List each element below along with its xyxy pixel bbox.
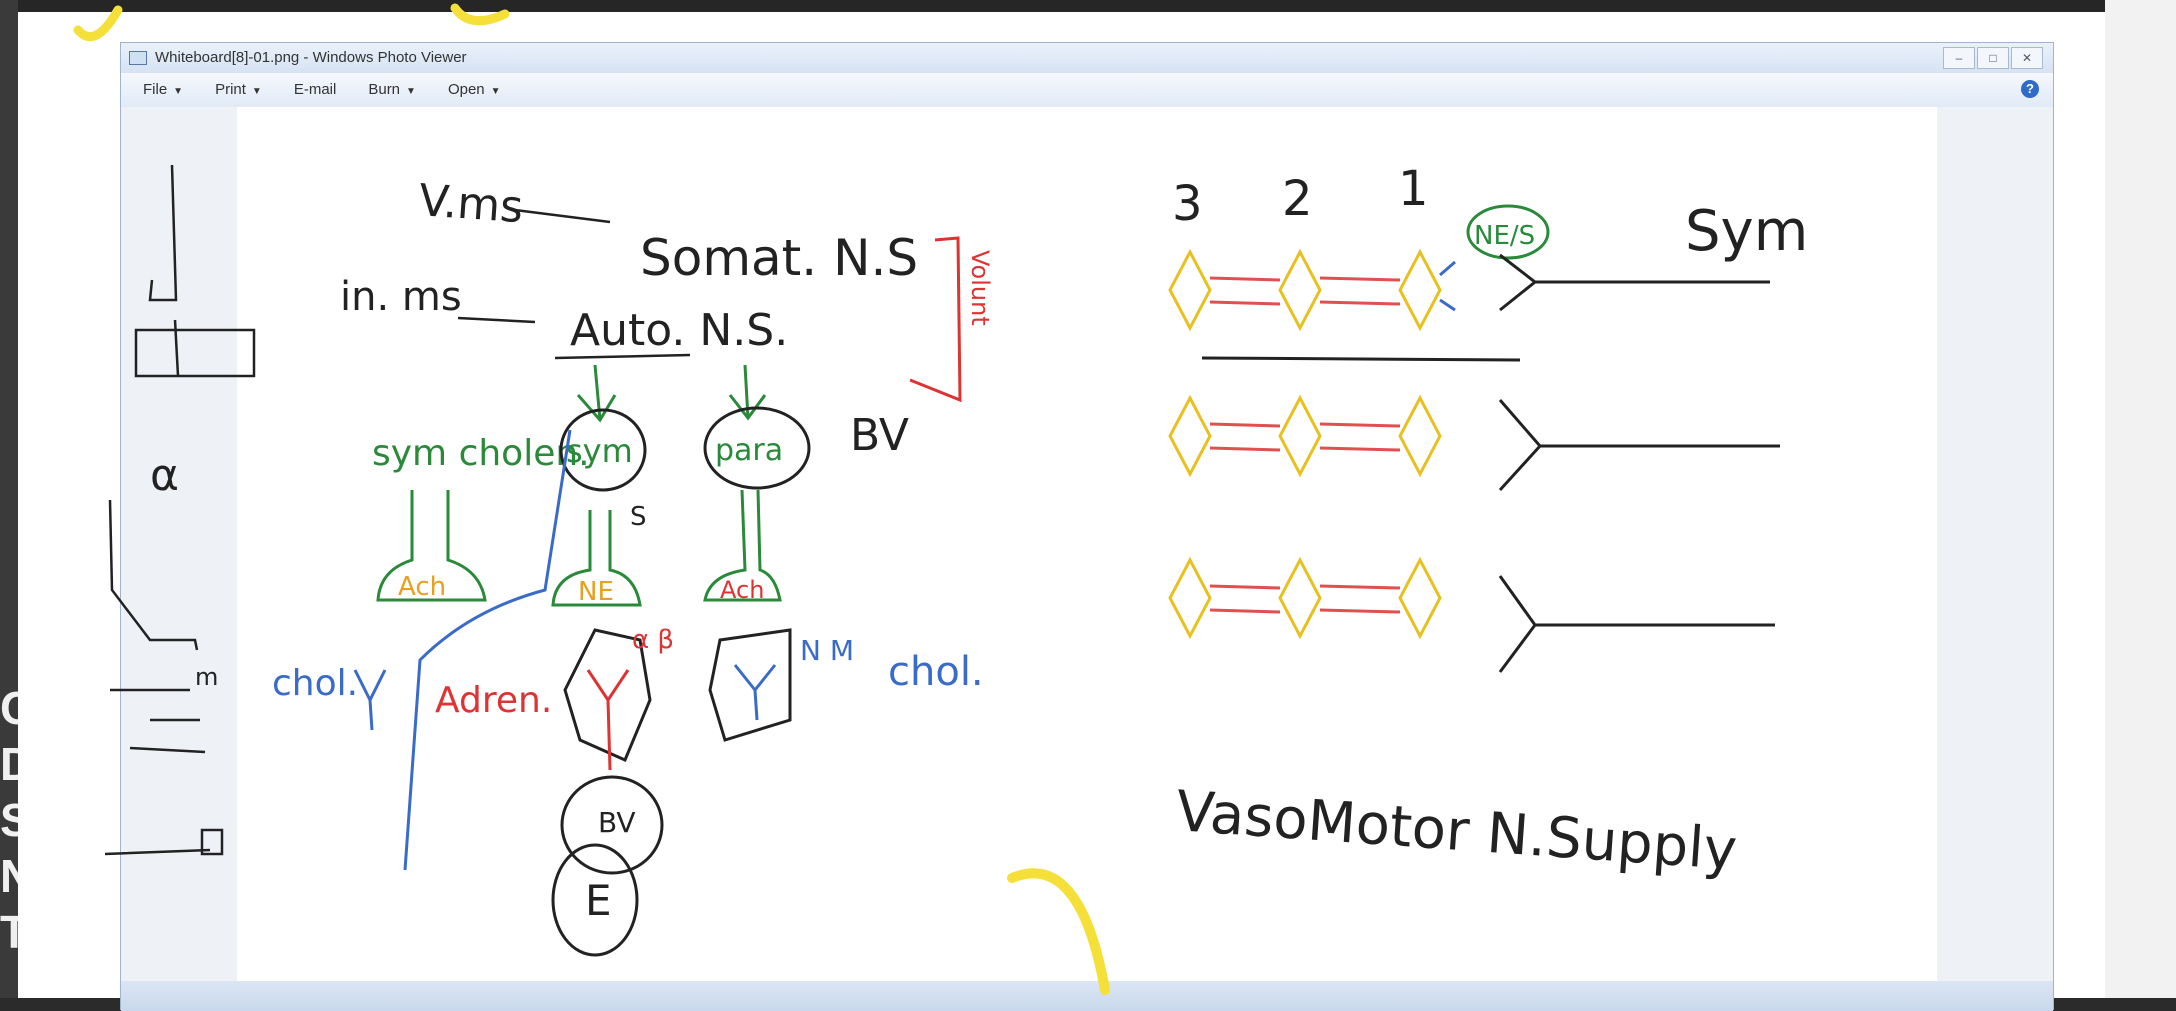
close-button[interactable]: ✕ [2011,47,2043,69]
chol-shape [708,628,792,742]
red-receptor [586,669,630,771]
underline-stroke [554,353,691,360]
whiteboard-image [237,107,1937,981]
menu-items: File ▼ Print ▼ E-mail Burn ▼ Open ▼ [143,81,533,98]
menu-open-label: Open [447,81,485,98]
minimize-button[interactable]: – [1943,47,1975,69]
image-viewport [121,107,2053,1011]
handwriting-para: para [715,433,783,468]
green-stem [551,510,642,607]
e-circle [551,843,639,957]
handwriting-bv-e: BV [598,806,636,839]
bracket-stroke [909,236,962,403]
handwriting-bv: BV [850,410,909,461]
left-letter: N [0,850,18,902]
handwriting-vms: V.ms [417,175,525,233]
number-1: 1 [1398,161,1429,217]
menu-email[interactable]: E-mail [294,81,337,98]
chevron-down-icon: ▼ [490,86,501,97]
photo-viewer-icon [129,51,147,65]
host-canvas: Whiteboard[8]-01.png - Windows Photo Vie… [18,12,2105,1011]
para-circle [703,406,811,490]
menu-file-label: File [143,81,168,98]
number-2: 2 [1282,171,1313,227]
ganglion-rows [1168,248,1780,673]
menu-email-label: E-mail [293,81,337,98]
handwriting-sym-right: Sym [1685,199,1808,264]
menu-burn[interactable]: Burn ▼ [368,81,416,98]
handwriting-ach: Ach [398,572,446,602]
menu-bar: File ▼ Print ▼ E-mail Burn ▼ Open ▼ ? [121,73,2053,108]
blue-receptor [733,664,777,721]
left-letter: C [0,682,18,734]
menu-open[interactable]: Open ▼ [448,81,501,98]
handwriting-sym-chol: sym cholen. [372,433,590,474]
green-stem [376,490,487,602]
ganglion-row-3 [1168,556,1775,673]
title-bar[interactable]: Whiteboard[8]-01.png - Windows Photo Vie… [121,43,2053,73]
yellow-annotation-stroke [73,5,123,42]
bv-circle [560,775,664,875]
window-controls: – □ ✕ [1941,47,2043,69]
handwriting-s: S [630,502,647,532]
help-icon[interactable]: ? [2021,80,2039,98]
left-sketch [104,164,256,856]
maximize-button[interactable]: □ [1977,47,2009,69]
chevron-down-icon: ▼ [173,86,184,97]
menu-print[interactable]: Print ▼ [215,81,262,98]
ganglion-row-1 [1168,248,1770,332]
menu-burn-label: Burn [368,81,401,98]
handwriting-auto: Auto. N.S. [570,305,788,356]
right-side-panel [2105,0,2176,998]
handwriting-m: m [195,663,218,691]
handwriting-ach2: Ach [720,576,764,604]
yellow-annotation-stroke [1007,868,1110,995]
handwriting-alpha-beta: α β [632,625,674,655]
handwriting-nm: N M [800,634,854,667]
left-edge-strip: C D S N T [0,0,18,998]
handwriting-caption: VasoMotor N.Supply [1174,779,1739,883]
green-stem [703,489,782,602]
blue-receptor [353,669,387,731]
handwriting-ne-label: NE/S [1474,221,1535,251]
blue-line [403,429,572,871]
yellow-annotation-stroke [450,3,510,26]
menu-file[interactable]: File ▼ [143,81,183,98]
handwriting-alpha: α [150,450,179,501]
chevron-down-icon: ▼ [251,86,262,97]
handwriting-ne: NE [578,577,614,607]
handwriting-sym: sym [566,432,633,470]
left-letter: T [0,906,18,958]
left-letter: D [0,738,18,790]
handwriting-chol-right: chol. [888,649,984,695]
ganglion-row-2 [1168,356,1780,492]
handwriting-volunt: Volunt [966,250,994,326]
handwriting-adren: Adren. [435,680,552,721]
number-3: 3 [1172,176,1203,232]
sym-circle [559,408,647,492]
handwriting-chol-left: chol. [272,663,358,704]
window-title: Whiteboard[8]-01.png - Windows Photo Vie… [155,49,467,66]
handwriting-in-ms: in. ms [340,274,462,320]
arrow-stroke [457,316,536,324]
left-letter: S [0,794,18,846]
adren-shape [563,628,652,762]
arrow-stroke [514,208,611,224]
left-edge-letters: C D S N T [0,680,18,960]
menu-print-label: Print [215,81,246,98]
chevron-down-icon: ▼ [406,86,416,97]
handwriting-e: E [585,876,612,925]
handwriting-somat: Somat. N.S [640,229,918,287]
ne-circle [1466,204,1550,260]
